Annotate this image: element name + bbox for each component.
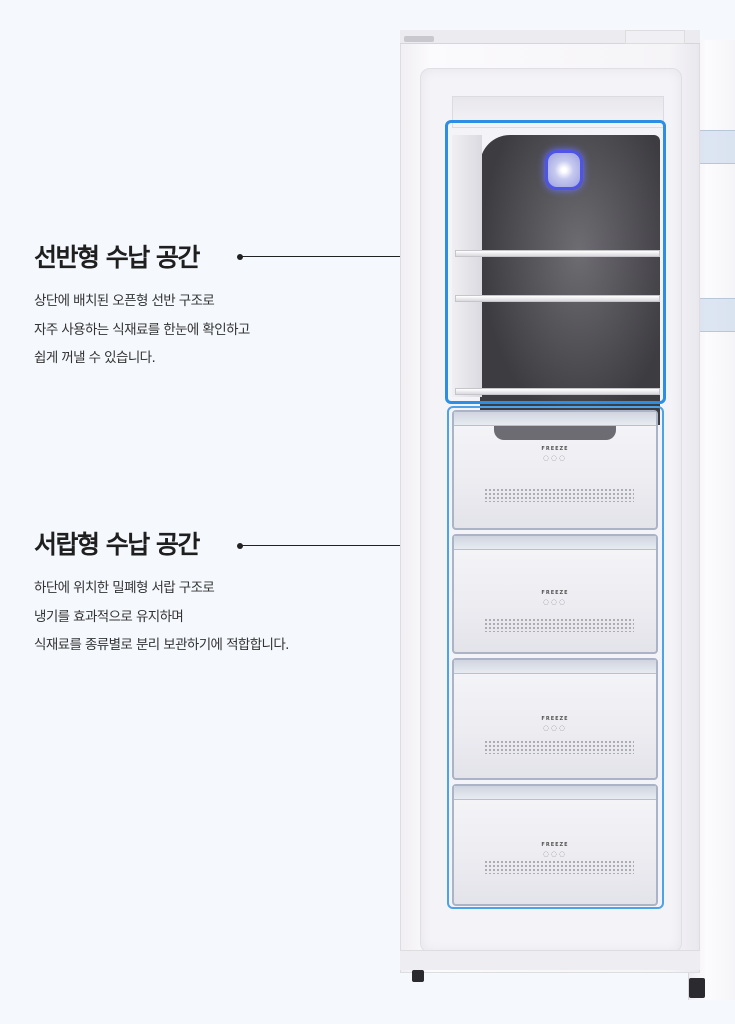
- hinge: [404, 36, 434, 42]
- drawer-lip: [454, 412, 656, 426]
- shelf-storage-title: 선반형 수납 공간: [34, 243, 200, 272]
- drawer-storage-section: 서랍형 수납 공간 하단에 위치한 밀폐형 서랍 구조로 냉기를 효과적으로 유…: [34, 530, 289, 660]
- drawer: FREEZE ◌◌◌: [452, 658, 658, 780]
- shelf-callout-line: [237, 253, 450, 260]
- drawer-storage-title: 서랍형 수납 공간: [34, 530, 200, 559]
- freezer-base: [400, 950, 700, 970]
- drawer-vent: [484, 860, 634, 874]
- shelf: [455, 250, 660, 257]
- drawer-label: FREEZE: [541, 716, 569, 722]
- side-wall: [452, 135, 482, 397]
- drawer-label: FREEZE: [541, 842, 569, 848]
- drawer-storage-description: 하단에 위치한 밀폐형 서랍 구조로 냉기를 효과적으로 유지하며 식재료를 종…: [34, 574, 289, 660]
- shelf-storage-description: 상단에 배치된 오픈형 선반 구조로 자주 사용하는 식재료를 한눈에 확인하고…: [34, 287, 250, 373]
- drawer-icons: ◌◌◌: [542, 724, 568, 732]
- drawer: FREEZE ◌◌◌: [452, 784, 658, 906]
- door-bin: [698, 298, 735, 332]
- description-line: 냉기를 효과적으로 유지하며: [34, 608, 184, 625]
- description-line: 하단에 위치한 밀폐형 서랍 구조로: [34, 580, 215, 596]
- drawer: FREEZE ◌◌◌: [452, 534, 658, 654]
- drawer-label: FREEZE: [541, 446, 569, 452]
- drawer-label: FREEZE: [541, 590, 569, 596]
- description-line: 식재료를 종류별로 분리 보관하기에 적합합니다.: [34, 637, 289, 653]
- drawer-vent: [484, 740, 634, 754]
- shelf: [455, 388, 660, 395]
- description-line: 상단에 배치된 오픈형 선반 구조로: [34, 293, 215, 309]
- foot: [412, 970, 424, 982]
- description-line: 쉽게 꺼낼 수 있습니다.: [34, 350, 156, 366]
- description-line: 자주 사용하는 식재료를 한눈에 확인하고: [34, 321, 250, 338]
- drawer-area-highlight: [447, 406, 664, 909]
- door-bin: [698, 130, 735, 164]
- callout-dot: [237, 542, 243, 549]
- drawer-icons: ◌◌◌: [542, 598, 568, 606]
- drawer-handle: [494, 426, 616, 440]
- drawer-vent: [484, 488, 634, 502]
- drawer-icons: ◌◌◌: [542, 850, 568, 858]
- drawer-lip: [454, 786, 656, 800]
- shelf-storage-section: 선반형 수납 공간 상단에 배치된 오픈형 선반 구조로 자주 사용하는 식재료…: [34, 243, 250, 373]
- shelf-area-highlight: [445, 120, 666, 404]
- hinge: [625, 30, 685, 44]
- drawer-icons: ◌◌◌: [542, 454, 568, 462]
- drawer-lip: [454, 536, 656, 550]
- drawer-lip: [454, 660, 656, 674]
- drawer-vent: [484, 618, 634, 632]
- foot: [689, 978, 705, 998]
- led-light-icon: [545, 150, 583, 190]
- drawer: FREEZE ◌◌◌: [452, 410, 658, 530]
- callout-dot: [237, 253, 243, 260]
- shelf: [455, 295, 660, 302]
- drawer-callout-line: [237, 542, 452, 549]
